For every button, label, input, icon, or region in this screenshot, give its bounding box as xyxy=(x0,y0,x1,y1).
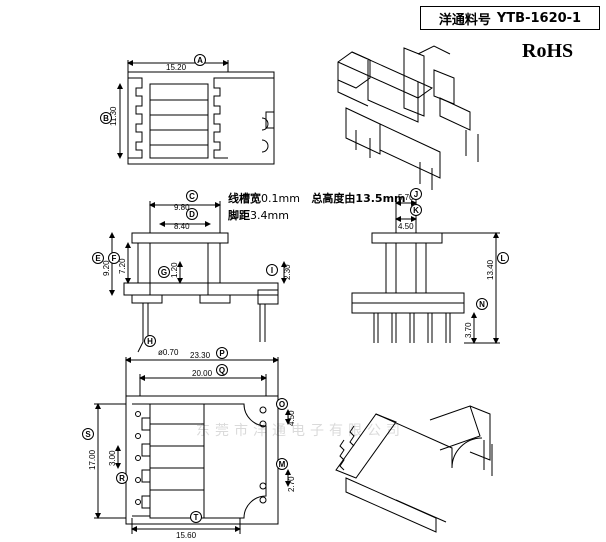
callout-P: P xyxy=(216,347,228,359)
dimension-labels: 15.20 11.30 9.80 8.40 9.20 7.20 1.20 ø0.… xyxy=(88,63,495,540)
svg-text:F: F xyxy=(112,254,117,263)
dim-M-value: 2.70 xyxy=(287,476,296,492)
callout-B: B xyxy=(100,112,112,124)
svg-text:E: E xyxy=(95,254,101,263)
callout-G: G xyxy=(158,266,170,278)
callout-O: O xyxy=(276,398,288,410)
dim-P-value: 23.30 xyxy=(190,351,211,360)
svg-text:P: P xyxy=(219,349,225,358)
side-view xyxy=(351,200,500,344)
part-number-box: 洋通料号 YTB-1620-1 xyxy=(420,6,600,30)
note-line-1: 线槽宽0.1mm 总高度由13.5mm xyxy=(228,190,406,206)
dim-A-value: 15.20 xyxy=(166,63,187,72)
callout-N: N xyxy=(476,298,488,310)
dim-S-value: 17.00 xyxy=(88,449,97,470)
svg-text:K: K xyxy=(413,206,419,215)
svg-text:O: O xyxy=(279,400,285,409)
callout-F: F xyxy=(108,252,120,264)
dim-H-value: ø0.70 xyxy=(158,348,179,357)
top-view xyxy=(117,60,275,165)
svg-text:D: D xyxy=(189,210,195,219)
callout-markers: A B C D E F G H I J K L N P Q S R O M T xyxy=(82,54,509,523)
dim-B-value: 11.30 xyxy=(109,106,118,126)
dim-I-value: 2.30 xyxy=(283,264,292,280)
dim-O-value: 4.50 xyxy=(287,410,296,426)
svg-text:C: C xyxy=(189,192,195,201)
svg-text:L: L xyxy=(501,254,506,263)
part-label: 洋通料号 xyxy=(438,12,491,28)
callout-H: H xyxy=(144,335,156,347)
note-slot-value: 0.1mm xyxy=(261,192,300,205)
rohs-mark: RoHS xyxy=(522,40,574,62)
note-height-label: 总高度由13.5 xyxy=(311,192,383,205)
note-slot-label: 线槽宽 xyxy=(228,192,261,205)
callout-L: L xyxy=(497,252,509,264)
svg-text:M: M xyxy=(279,460,286,469)
note-pitch-value: 3.4mm xyxy=(250,209,289,222)
callout-C: C xyxy=(186,190,198,202)
callout-Q: Q xyxy=(216,364,228,376)
note-pitch-label: 脚距 xyxy=(228,209,250,222)
svg-text:N: N xyxy=(479,300,485,309)
dim-J-value: 5.70 xyxy=(398,193,414,202)
dim-T-value: 15.60 xyxy=(176,531,197,540)
dim-K-value: 4.50 xyxy=(398,222,414,231)
svg-text:Q: Q xyxy=(219,366,225,375)
callout-S: S xyxy=(82,428,94,440)
svg-text:T: T xyxy=(194,513,199,522)
note-line-2: 脚距3.4mm xyxy=(228,207,289,223)
dim-E-value: 9.20 xyxy=(102,260,111,276)
dim-D-value: 8.40 xyxy=(174,222,190,231)
iso-view-top xyxy=(337,45,479,190)
svg-text:R: R xyxy=(119,474,125,483)
iso-view-bottom xyxy=(335,405,493,533)
callout-T: T xyxy=(190,511,202,523)
svg-text:A: A xyxy=(197,56,203,65)
bottom-view xyxy=(94,357,291,534)
svg-text:I: I xyxy=(271,266,273,275)
dim-G-value: 1.20 xyxy=(170,262,179,278)
dim-C-value: 9.80 xyxy=(174,203,190,212)
part-number: YTB-1620-1 xyxy=(496,10,582,26)
callout-K: K xyxy=(410,204,422,216)
callout-M: M xyxy=(276,458,288,470)
svg-text:J: J xyxy=(414,190,418,199)
company-watermark: 东莞市洋通电子有限公司 xyxy=(196,423,405,439)
front-view xyxy=(109,201,287,353)
dim-L-value: 13.40 xyxy=(486,259,495,280)
dim-F-value: 7.20 xyxy=(118,258,127,274)
dim-R-value: 3.00 xyxy=(108,450,117,466)
callout-E: E xyxy=(92,252,104,264)
svg-text:H: H xyxy=(147,337,153,346)
callout-J: J xyxy=(410,188,422,200)
svg-text:S: S xyxy=(85,430,91,439)
svg-text:G: G xyxy=(161,268,167,277)
svg-text:B: B xyxy=(103,114,109,123)
callout-R: R xyxy=(116,472,128,484)
dim-N-value: 3.70 xyxy=(464,322,473,338)
callout-A: A xyxy=(194,54,206,66)
callout-I: I xyxy=(266,264,278,276)
callout-D: D xyxy=(186,208,198,220)
dim-Q-value: 20.00 xyxy=(192,369,213,378)
